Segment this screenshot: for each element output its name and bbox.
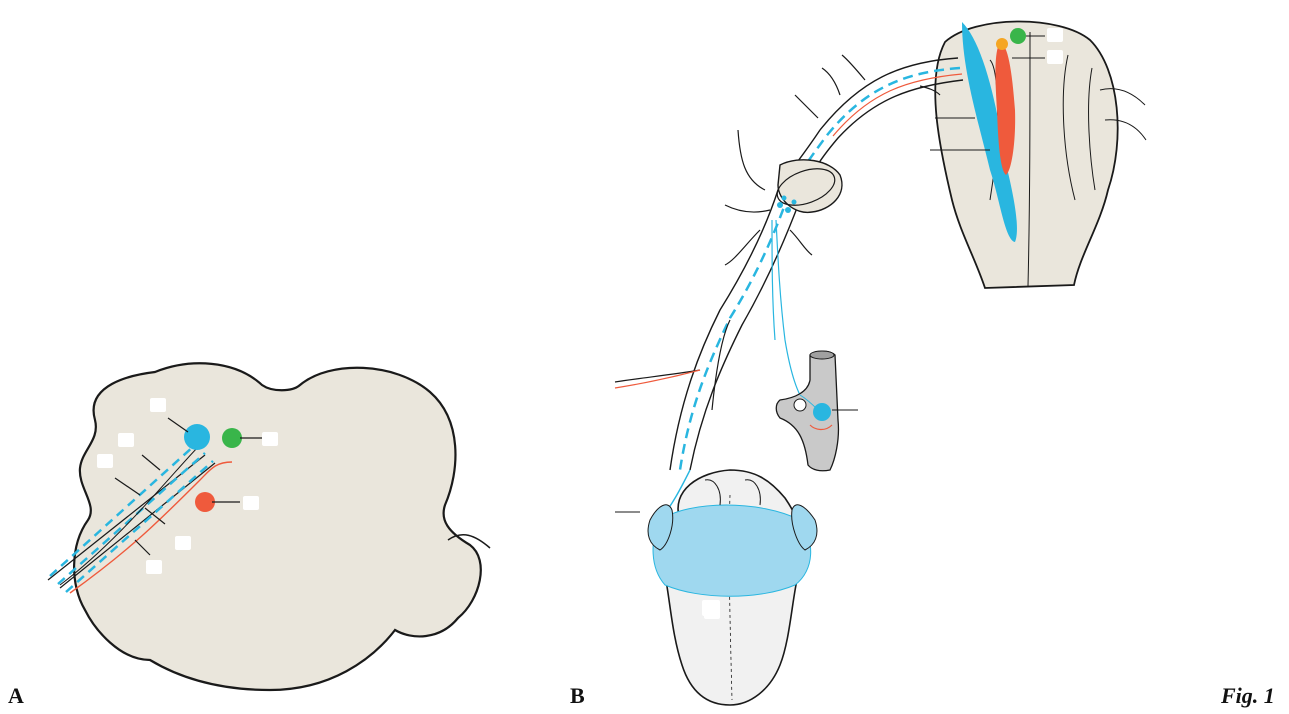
nerve-trunk <box>615 55 963 520</box>
panel-a-cross-section <box>48 363 490 690</box>
blue-nucleus <box>184 424 210 450</box>
tongue <box>648 470 817 705</box>
brainstem <box>930 21 1146 288</box>
green-nucleus <box>222 428 242 448</box>
panel-b-label: B <box>570 683 585 709</box>
stippled-taste-region <box>653 505 811 596</box>
green-nucleus-dot <box>1010 28 1026 44</box>
callout-box-tongue <box>702 600 720 616</box>
panel-b-nerve-course <box>615 21 1146 705</box>
carotid-structure <box>776 351 858 471</box>
orange-nucleus-dot <box>996 38 1008 50</box>
carotid-sinus-nerve-ending <box>813 403 831 421</box>
panel-a-label: A <box>8 683 24 709</box>
figure-label: Fig. 1 <box>1221 683 1275 709</box>
